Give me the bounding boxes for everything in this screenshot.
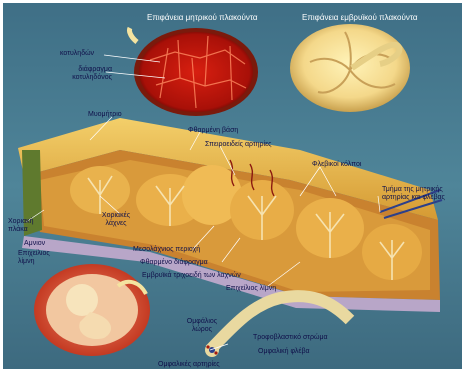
umbilical-arteries-label: Ομφαλικές αρτηρίες xyxy=(158,361,220,369)
fetal-surface-label: Επιφάνεια εμβρυϊκού πλακούντα xyxy=(302,14,418,22)
amnion-label: Αμνιον xyxy=(24,240,45,248)
cotyledon-septum-label: διάφραγμα κοτυληδόνος xyxy=(54,66,112,82)
umbilical-vein-label: Ομφαλική φλέβα xyxy=(258,348,310,356)
spiral-arteries-label: Σπειροειδείς αρτηρίες xyxy=(205,141,272,149)
intervillous-space-label: Μεσολάχνιος περιοχή xyxy=(133,246,200,254)
fetus-in-uterus xyxy=(34,264,150,356)
umbilical-cord-label: Ομφάλιος λώρος xyxy=(182,318,222,334)
chorionic-plate-label: Χοριακή πλάκα xyxy=(8,218,40,234)
venous-sinuses-label: Φλεβικοί κόλποι xyxy=(312,161,361,169)
maternal-surface-label: Επιφάνεια μητρικού πλακούντα xyxy=(147,14,258,22)
myometrium-label: Μυομήτριο xyxy=(88,111,122,119)
decidua-basalis-label: Φθαρμένη βάση xyxy=(188,127,238,135)
fetal-capillaries-label: Εμβρυϊκά τριχοειδή των λαχνών xyxy=(142,272,241,280)
chorionic-epithelium-label: Επιχείλιος λίμνη xyxy=(226,285,276,293)
maternal-vessels-label: Τμήμα της μητρικής αρτηρίας και φλέβας xyxy=(382,186,452,202)
chorionic-villi-label: Χοριακές λάχνες xyxy=(96,212,136,228)
cotyledons-label: κοτυληδών xyxy=(60,50,94,58)
chorionic-epithelium-label-left: Επιχείλιος λίμνη xyxy=(18,250,58,266)
trophoblastic-stroma-label: Τροφοβλαστικό στρώμα xyxy=(253,334,328,342)
fetal-surface-disc xyxy=(290,24,410,112)
decidual-septum-label: Φθαρμένο διάφραγμα xyxy=(140,259,208,267)
